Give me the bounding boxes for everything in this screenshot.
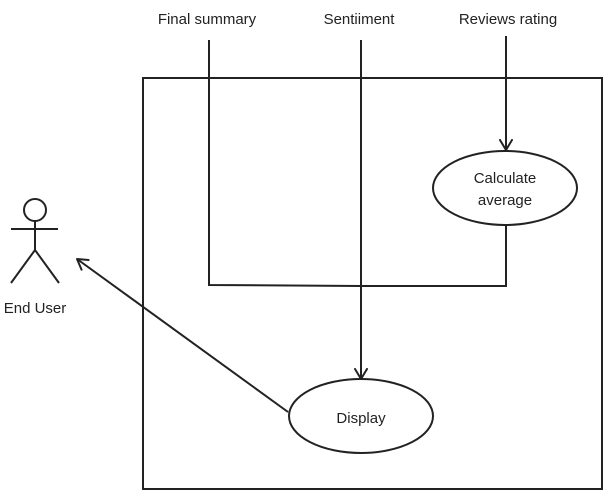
actor-stick-figure	[10, 198, 60, 284]
input-label-final-summary: Final summary	[158, 11, 257, 28]
actor-head	[23, 198, 47, 222]
system-boundary	[142, 77, 603, 490]
input-label-reviews-rating: Reviews rating	[459, 11, 557, 28]
final-summary-connector	[208, 40, 362, 287]
use-case-calculate-average	[432, 150, 578, 226]
actor-leg-left	[10, 249, 36, 284]
display-to-user-arrow	[76, 258, 289, 413]
actor-label: End User	[4, 300, 67, 317]
use-case-display-label: Display	[336, 410, 386, 427]
use-case-display	[288, 378, 434, 454]
use-case-calculate-average-label-2: average	[478, 192, 532, 209]
input-label-sentiment: Sentiiment	[324, 11, 396, 28]
actor-leg-right	[34, 249, 60, 284]
average-output-connector	[361, 224, 507, 287]
use-case-calculate-average-label-1: Calculate	[474, 170, 537, 187]
